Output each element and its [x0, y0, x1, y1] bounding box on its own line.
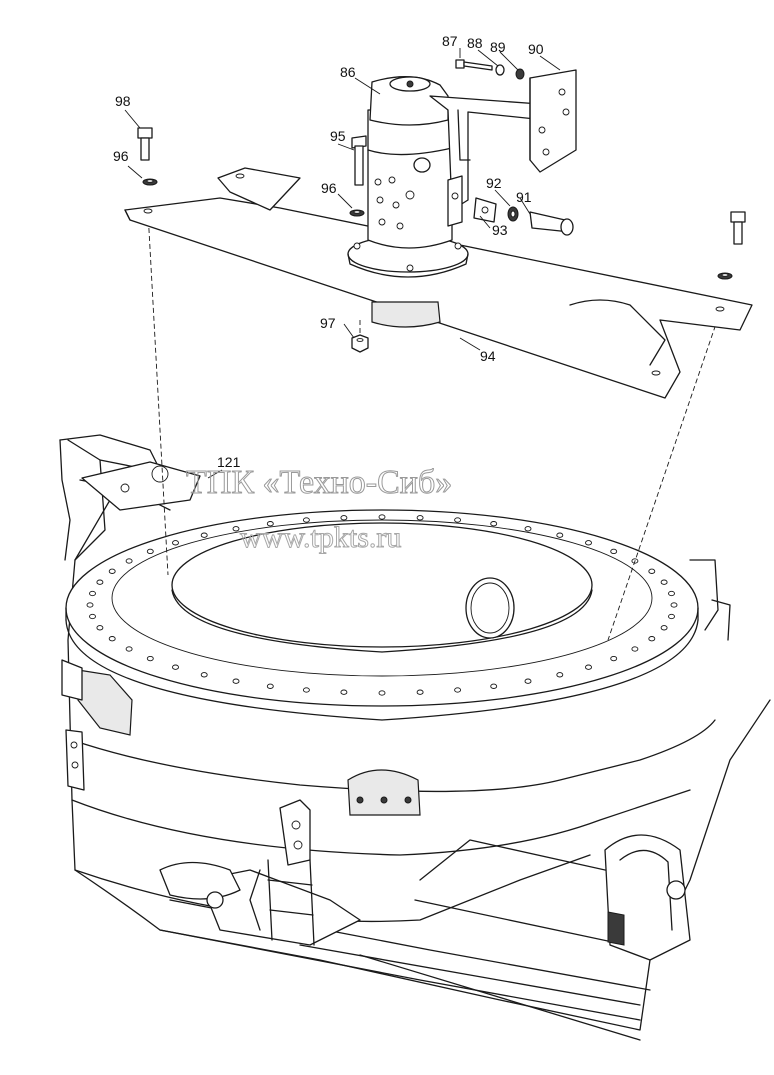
callout-92: 92 [486, 175, 502, 191]
ring-bolt-hole [556, 532, 564, 538]
callout-96-center: 96 [321, 180, 337, 196]
callout-93: 93 [492, 222, 508, 238]
ring-bolt-hole [610, 548, 618, 555]
ring-bolt-hole [96, 579, 104, 585]
ring-bolt-hole [454, 687, 462, 693]
ring-bolt-hole [200, 532, 208, 538]
ring-bolt-hole [172, 540, 179, 546]
callout-89: 89 [490, 39, 506, 55]
callout-95: 95 [330, 128, 346, 144]
ring-bolt-hole [125, 646, 133, 652]
ring-bolt-hole [490, 521, 498, 527]
watermark-url: www.tpkts.ru [240, 521, 401, 554]
rotary-swivel-joint [347, 69, 577, 328]
callout-98: 98 [115, 93, 131, 109]
ring-bolt-hole [302, 517, 310, 523]
ring-bolt-hole [340, 515, 348, 521]
leader-lines [124, 48, 561, 479]
ring-bolt-hole [668, 613, 675, 620]
ring-bolt-hole [631, 646, 639, 652]
callout-121: 121 [217, 454, 241, 470]
ring-bolt-hole [340, 689, 348, 695]
ring-bolt-holes [86, 514, 678, 696]
ring-bolt-hole [416, 689, 424, 695]
ring-bolt-hole [454, 517, 462, 523]
ring-bolt-hole [490, 683, 498, 689]
ring-bolt-hole [668, 590, 675, 597]
watermark: ТПК «Техно-Сиб» www.tpkts.ru [186, 464, 453, 555]
ring-bolt-hole [648, 636, 656, 642]
ring-bolt-hole [200, 672, 208, 678]
callout-90: 90 [528, 41, 544, 57]
callout-97: 97 [320, 315, 336, 331]
ring-bolt-hole [610, 655, 618, 662]
ring-bolt-hole [125, 558, 133, 564]
ring-bolt-hole [89, 613, 96, 620]
ring-bolt-hole [524, 526, 532, 532]
ring-bolt-hole [89, 590, 96, 597]
ring-bolt-hole [585, 664, 592, 670]
ring-bolt-hole [172, 664, 179, 670]
callout-labels: 87 88 89 90 86 98 95 96 96 92 91 93 97 9… [113, 33, 544, 470]
ring-bolt-hole [302, 687, 310, 693]
ring-bolt-hole [556, 672, 564, 678]
ring-bolt-hole [96, 625, 104, 631]
ring-bolt-hole [585, 540, 592, 546]
ring-bolt-hole [416, 515, 424, 521]
alignment-lines [147, 211, 719, 641]
ring-bolt-hole [232, 526, 240, 532]
callout-87: 87 [442, 33, 458, 49]
callout-96-left: 96 [113, 148, 129, 164]
callout-88: 88 [467, 35, 483, 51]
ring-bolt-hole [266, 521, 274, 527]
ring-bolt-hole [266, 683, 274, 689]
ring-bolt-hole [378, 690, 386, 696]
watermark-company: ТПК «Техно-Сиб» [186, 464, 452, 501]
ring-bolt-hole [378, 514, 386, 520]
ring-bolt-hole [108, 568, 116, 574]
callout-94: 94 [480, 348, 496, 364]
ring-bolt-hole [524, 678, 532, 684]
slewing-ring [65, 509, 699, 721]
ring-bolt-hole [648, 568, 656, 574]
callout-86: 86 [340, 64, 356, 80]
ring-bolt-hole [660, 625, 668, 631]
fasteners [137, 59, 746, 353]
callout-91: 91 [516, 189, 532, 205]
ring-bolt-hole [146, 655, 154, 662]
machine-frame [59, 434, 771, 1041]
ring-bolt-hole [670, 602, 678, 608]
ring-bolt-hole [86, 602, 94, 608]
ring-bolt-hole [660, 579, 668, 585]
ring-bolt-hole [146, 548, 154, 555]
ring-bolt-hole [108, 636, 116, 642]
ring-bolt-hole [232, 678, 240, 684]
